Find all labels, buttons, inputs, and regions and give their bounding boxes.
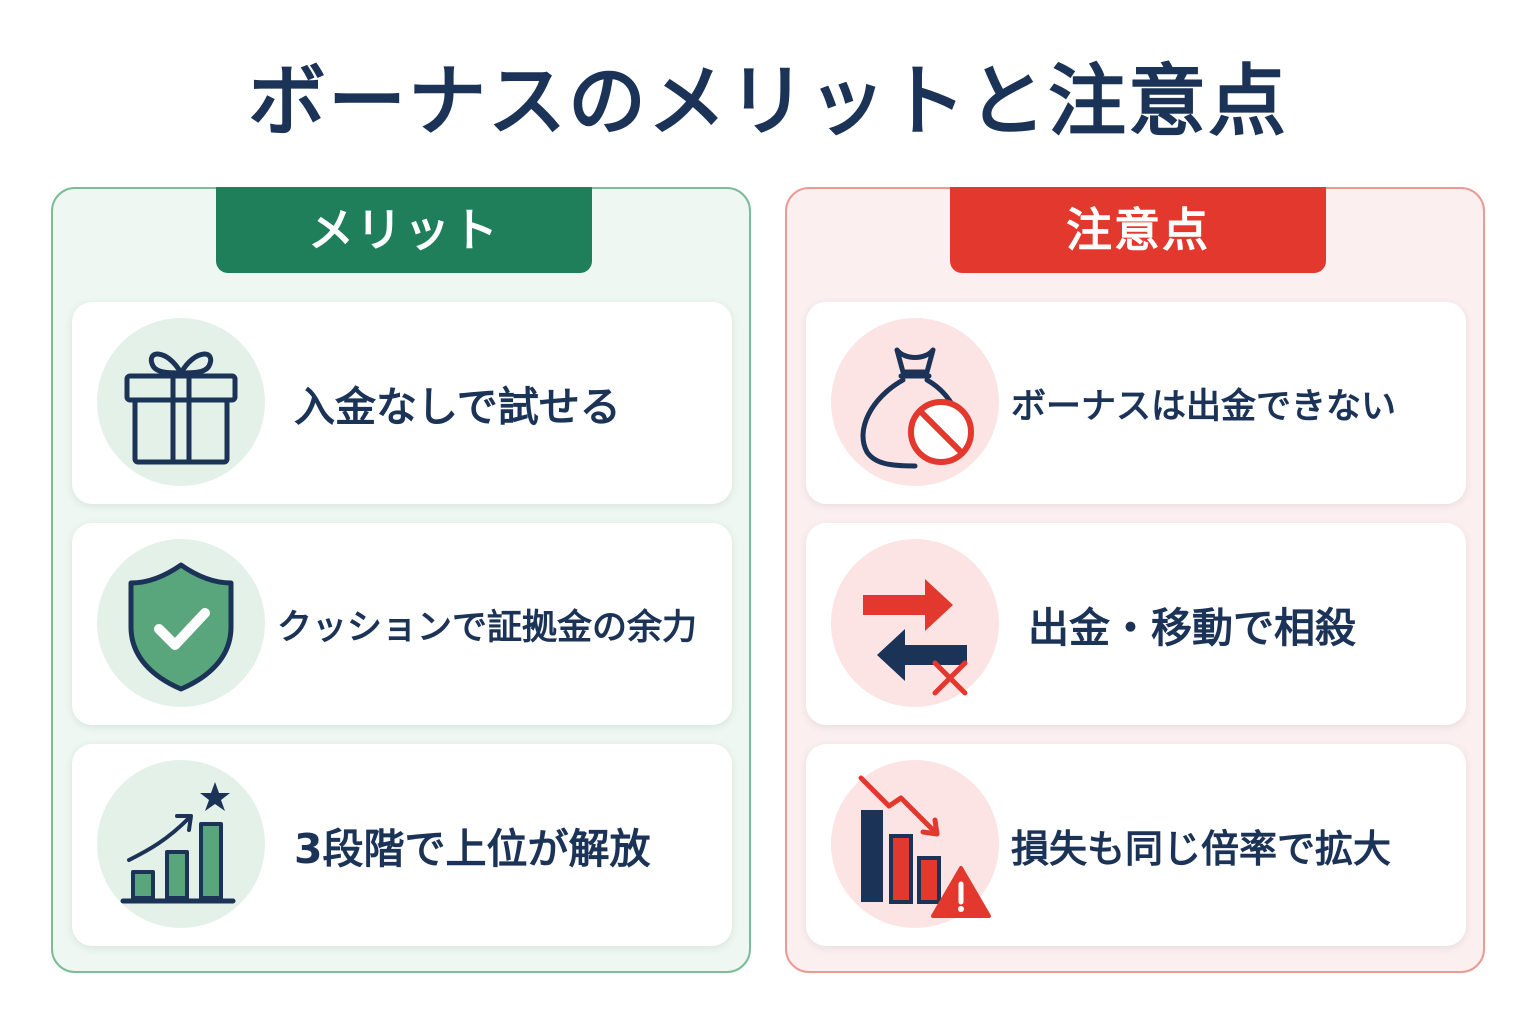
merit-panel: メリット 入金なしで試せる クッションで証拠金の余力 [51, 187, 751, 973]
merit-label-cushion: クッションで証拠金の余力 [277, 607, 698, 648]
caution-heading: 注意点 [950, 187, 1326, 273]
caution-label-loss: 損失も同じ倍率で拡大 [1011, 826, 1392, 871]
transfer-arrows-cancel-icon [831, 539, 999, 707]
caution-panel: 注意点 ボーナスは出金できない [785, 187, 1485, 973]
caution-card-offset: 出金・移動で相殺 [806, 523, 1466, 725]
shield-check-icon [97, 539, 265, 707]
caution-card-loss: 損失も同じ倍率で拡大 [806, 744, 1466, 946]
caution-label-no-withdrawal: ボーナスは出金できない [1011, 386, 1397, 427]
caution-label-offset: 出金・移動で相殺 [1028, 604, 1356, 652]
gift-icon [97, 318, 265, 486]
merit-card-cushion: クッションで証拠金の余力 [72, 523, 732, 725]
merit-label-trial: 入金なしで試せる [294, 383, 621, 431]
growth-chart-star-icon [97, 760, 265, 928]
merit-card-tiers: 3段階で上位が解放 [72, 744, 732, 946]
merit-heading: メリット [216, 187, 592, 273]
falling-chart-warning-icon [831, 760, 999, 928]
page-title: ボーナスのメリットと注意点 [247, 57, 1288, 147]
merit-card-trial: 入金なしで試せる [72, 302, 732, 504]
merit-label-tiers: 3段階で上位が解放 [294, 825, 651, 873]
money-bag-prohibited-icon [831, 318, 999, 486]
caution-card-no-withdrawal: ボーナスは出金できない [806, 302, 1466, 504]
